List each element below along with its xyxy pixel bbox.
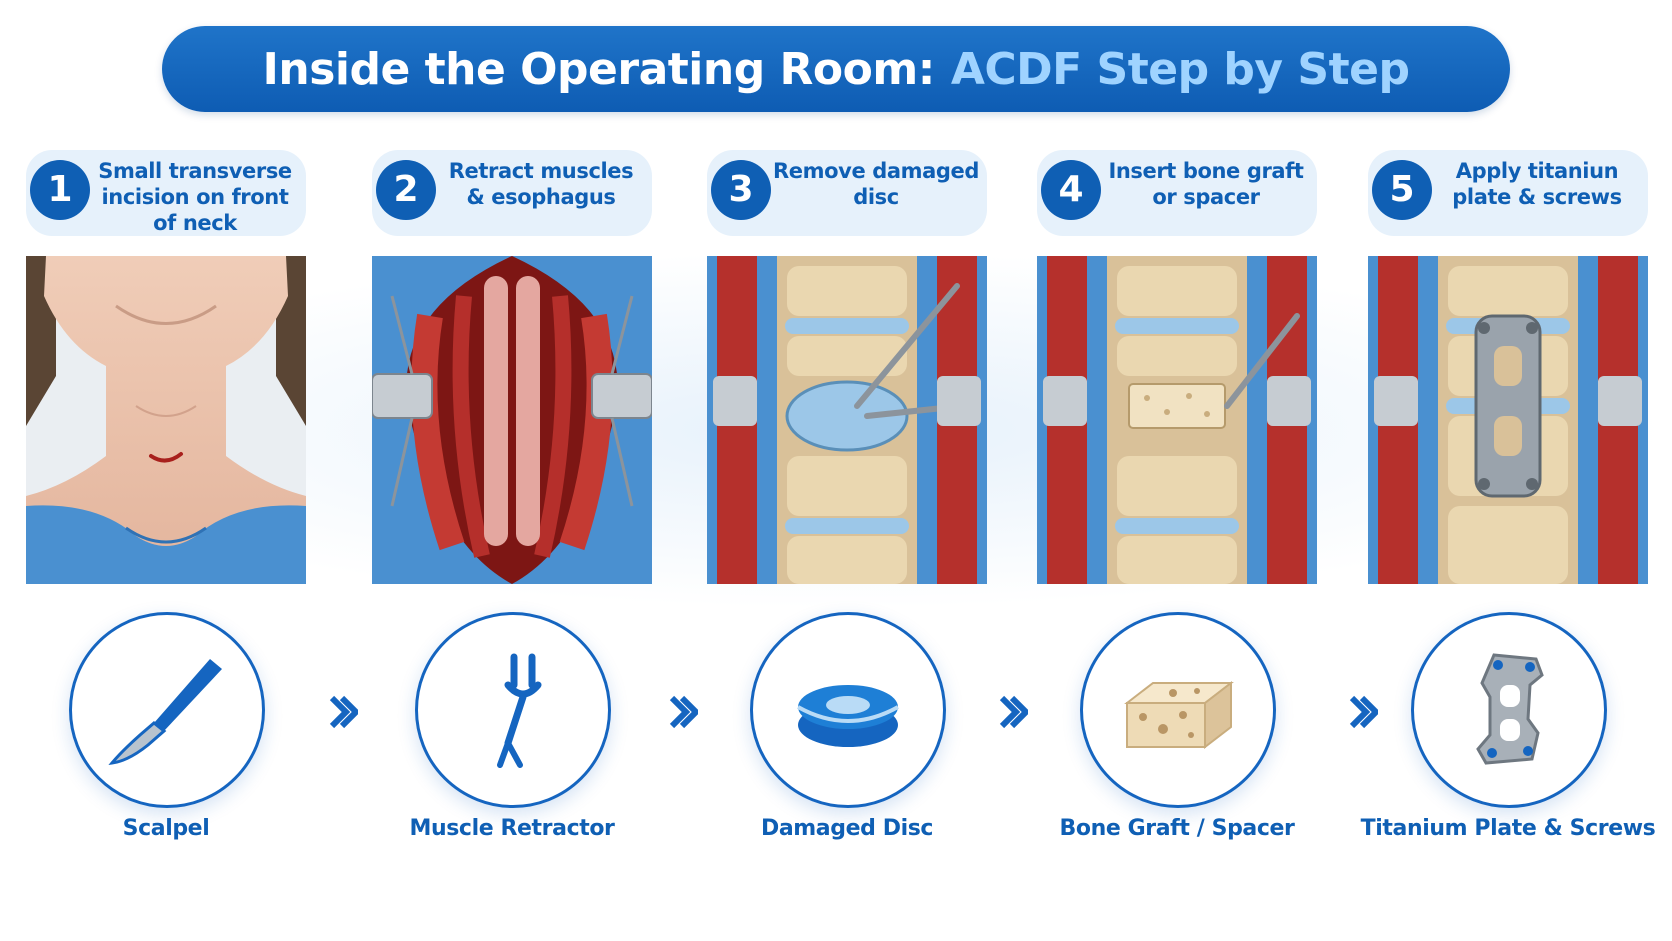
tool-label: Muscle Retractor xyxy=(409,816,615,841)
bone-graft-insertion-image xyxy=(1037,256,1317,584)
step-3: 3 Remove damaged disc Damaged Dis xyxy=(707,150,987,900)
step-1: 1 Small transverse incision on front of … xyxy=(26,150,306,900)
step-header: 4 Insert bone graft or spacer xyxy=(1037,150,1317,236)
arrow-right-icon xyxy=(1349,695,1378,729)
step-header: 2 Retract muscles & esophagus xyxy=(372,150,652,236)
step-description: Small transverse incision on front of ne… xyxy=(98,159,292,235)
retracted-muscles-image xyxy=(372,256,652,584)
titanium-plate-tool-circle xyxy=(1411,612,1607,808)
step-header: 5 Apply titaniun plate & screws xyxy=(1368,150,1648,236)
step-number-badge: 4 xyxy=(1041,160,1101,220)
page-title: Inside the Operating Room: ACDF Step by … xyxy=(162,26,1510,112)
retractor-icon xyxy=(497,653,542,768)
bone-graft-tool-circle xyxy=(1080,612,1276,808)
scalpel-icon xyxy=(108,659,222,765)
scalpel-tool-circle xyxy=(69,612,265,808)
bone-graft-icon xyxy=(1124,680,1234,750)
retractor-tool-circle xyxy=(415,612,611,808)
tool-label: Titanium Plate & Screws xyxy=(1360,816,1656,841)
titanium-plate-image xyxy=(1368,256,1648,584)
step-description: Insert bone graft or spacer xyxy=(1108,159,1304,209)
tool-label: Bone Graft / Spacer xyxy=(1059,816,1295,841)
step-header: 3 Remove damaged disc xyxy=(707,150,987,236)
title-part-2: ACDF Step by Step xyxy=(950,43,1410,95)
step-number-badge: 1 xyxy=(30,160,90,220)
disc-icon xyxy=(797,685,899,747)
tool-label: Damaged Disc xyxy=(760,816,934,841)
step-description: Remove damaged disc xyxy=(773,159,979,209)
neck-incision-image xyxy=(26,256,306,584)
tool-label: Scalpel xyxy=(122,816,210,841)
step-5: 5 Apply titaniun plate & screws xyxy=(1361,150,1656,900)
arrow-right-icon xyxy=(999,695,1028,729)
arrow-right-icon xyxy=(329,695,358,729)
arrow-right-icon xyxy=(669,695,698,729)
title-part-1: Inside the Operating Room: xyxy=(262,43,936,95)
step-number-badge: 3 xyxy=(711,160,771,220)
step-4: 4 Insert bone graft or spacer xyxy=(1037,150,1317,900)
disc-removal-image xyxy=(707,256,987,584)
step-header: 1 Small transverse incision on front of … xyxy=(26,150,306,236)
step-description: Retract muscles & esophagus xyxy=(448,159,634,209)
titanium-plate-icon xyxy=(1476,653,1544,765)
step-2: 2 Retract muscles & esophagus Muscle Ret… xyxy=(372,150,652,900)
step-number-badge: 2 xyxy=(376,160,436,220)
step-number-badge: 5 xyxy=(1372,160,1432,220)
step-description: Apply titaniun plate & screws xyxy=(1452,159,1622,209)
disc-tool-circle xyxy=(750,612,946,808)
